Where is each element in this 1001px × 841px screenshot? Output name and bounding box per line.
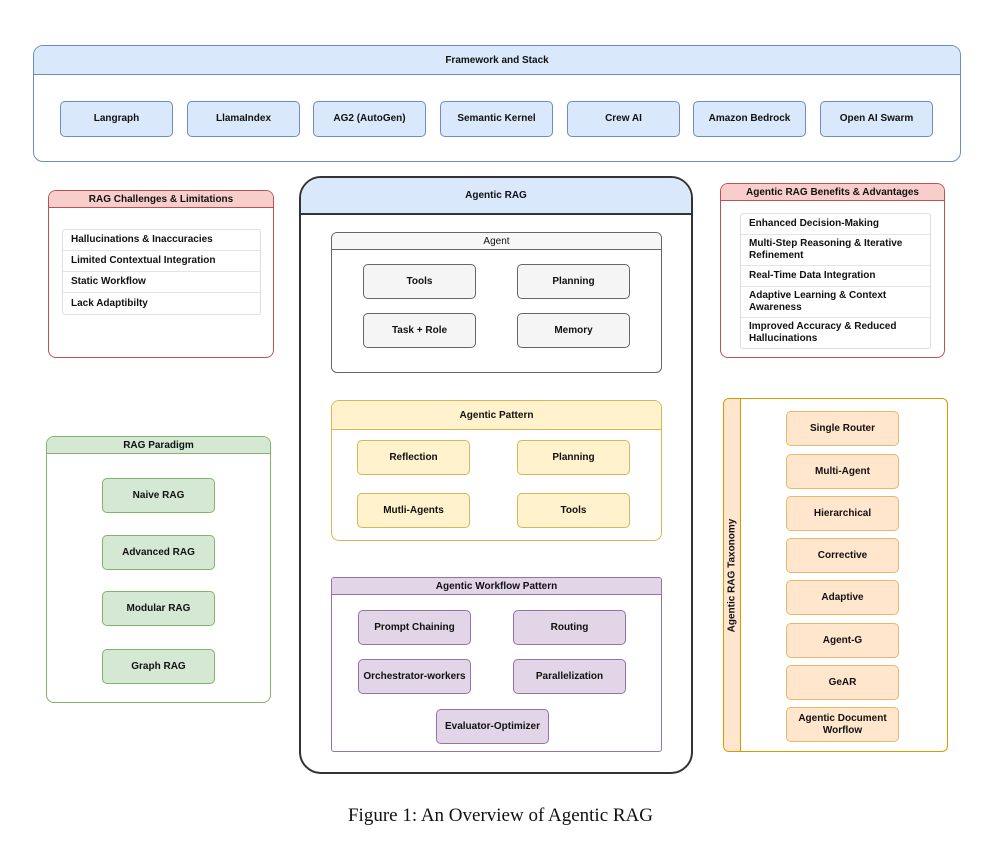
agentic-pattern-title: Agentic Pattern — [332, 401, 661, 430]
list-item: Improved Accuracy & Reduced Hallucinatio… — [749, 321, 897, 344]
framework-open-ai-swarm[interactable]: Open AI Swarm — [820, 101, 933, 137]
agentic-workflow-pattern-title: Agentic Workflow Pattern — [332, 578, 661, 595]
figure-caption: Figure 1: An Overview of Agentic RAG — [347, 805, 653, 826]
list-item: Adaptive Learning & Context Awareness — [741, 287, 930, 318]
taxonomy-gear[interactable]: GeAR — [786, 665, 899, 700]
agentic-rag-title: Agentic RAG — [301, 178, 691, 215]
list-item: Enhanced Decision-Making — [741, 214, 930, 235]
agentic-rag-benefits-title: Agentic RAG Benefits & Advantages — [721, 184, 944, 201]
pattern-reflection[interactable]: Reflection — [357, 440, 470, 475]
rag-paradigm-title: RAG Paradigm — [47, 437, 270, 454]
workflow-routing[interactable]: Routing — [513, 610, 626, 645]
taxonomy-multi-agent[interactable]: Multi-Agent — [786, 454, 899, 489]
taxonomy-agent-g[interactable]: Agent-G — [786, 623, 899, 658]
rag-challenges-title: RAG Challenges & Limitations — [49, 191, 273, 208]
taxonomy-agentic-document-worflow[interactable]: Agentic Document Worflow — [786, 707, 899, 742]
list-item: Real-Time Data Integration — [741, 266, 930, 287]
workflow-evaluator-optimizer[interactable]: Evaluator-Optimizer — [436, 709, 549, 744]
paradigm-graph-rag[interactable]: Graph RAG — [102, 649, 215, 684]
taxonomy-title: Agentic RAG Taxonomy — [726, 518, 738, 632]
workflow-prompt-chaining[interactable]: Prompt Chaining — [358, 610, 471, 645]
agent-task-role[interactable]: Task + Role — [363, 313, 476, 348]
list-item: Static Workflow — [63, 272, 260, 293]
agent-panel-title: Agent — [332, 233, 661, 250]
pattern-tools[interactable]: Tools — [517, 493, 630, 528]
paradigm-naive-rag[interactable]: Naive RAG — [102, 478, 215, 513]
paradigm-advanced-rag[interactable]: Advanced RAG — [102, 535, 215, 570]
workflow-parallelization[interactable]: Parallelization — [513, 659, 626, 694]
agent-tools[interactable]: Tools — [363, 264, 476, 299]
list-item: Lack Adaptibilty — [71, 297, 148, 309]
framework-semantic-kernel[interactable]: Semantic Kernel — [440, 101, 553, 137]
framework-llamaindex[interactable]: LlamaIndex — [187, 101, 300, 137]
list-item: Hallucinations & Inaccuracies — [63, 230, 260, 251]
taxonomy-title-bar: Agentic RAG Taxonomy — [724, 399, 741, 751]
framework-ag2-autogen[interactable]: AG2 (AutoGen) — [313, 101, 426, 137]
workflow-orchestrator-workers[interactable]: Orchestrator-workers — [358, 659, 471, 694]
list-item: Multi-Step Reasoning & Iterative Refinem… — [741, 235, 930, 266]
taxonomy-corrective[interactable]: Corrective — [786, 538, 899, 573]
pattern-planning[interactable]: Planning — [517, 440, 630, 475]
pattern-mutli-agents[interactable]: Mutli-Agents — [357, 493, 470, 528]
agent-panel: Agent — [331, 232, 662, 373]
framework-langraph[interactable]: Langraph — [60, 101, 173, 137]
taxonomy-hierarchical[interactable]: Hierarchical — [786, 496, 899, 531]
taxonomy-single-router[interactable]: Single Router — [786, 411, 899, 446]
agent-planning[interactable]: Planning — [517, 264, 630, 299]
paradigm-modular-rag[interactable]: Modular RAG — [102, 591, 215, 626]
agent-memory[interactable]: Memory — [517, 313, 630, 348]
taxonomy-adaptive[interactable]: Adaptive — [786, 580, 899, 615]
list-item: Limited Contextual Integration — [63, 251, 260, 272]
framework-crew-ai[interactable]: Crew AI — [567, 101, 680, 137]
framework-amazon-bedrock[interactable]: Amazon Bedrock — [693, 101, 806, 137]
framework-and-stack-title: Framework and Stack — [34, 46, 960, 75]
